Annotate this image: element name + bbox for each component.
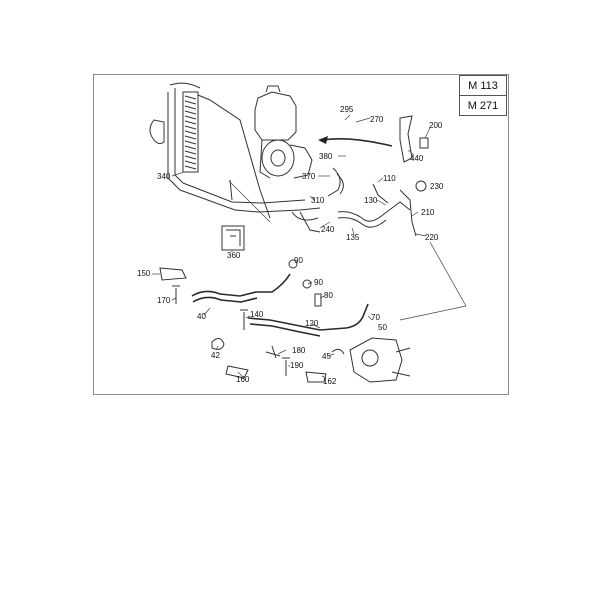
arrow-head (318, 136, 328, 144)
label-50[interactable]: 50 (378, 323, 387, 332)
label-190[interactable]: 190 (290, 361, 304, 370)
label-130[interactable]: 130 (364, 196, 378, 205)
label-40[interactable]: 40 (197, 312, 206, 321)
label-42[interactable]: 42 (211, 351, 220, 360)
label-360[interactable]: 360 (227, 251, 241, 260)
bolt-190[interactable] (282, 357, 290, 376)
bracket-160[interactable] (225, 365, 249, 379)
bracket-180[interactable] (265, 345, 281, 359)
feed-line[interactable] (179, 189, 321, 213)
label-80[interactable]: 80 (324, 291, 333, 300)
leader-lines (152, 114, 467, 379)
label-160[interactable]: 160 (236, 375, 250, 384)
clip-230[interactable] (415, 180, 427, 192)
bolt-140[interactable] (240, 309, 248, 330)
label-440[interactable]: 440 (410, 154, 424, 163)
bracket-360[interactable] (221, 225, 245, 251)
label-210[interactable]: 210 (421, 208, 435, 217)
label-170[interactable]: 170 (157, 296, 171, 305)
label-310[interactable]: 310 (311, 196, 325, 205)
label-295[interactable]: 295 (340, 105, 354, 114)
bracket-440[interactable] (399, 115, 413, 163)
model-box-m271[interactable]: M 271 (459, 95, 507, 116)
clamp-45[interactable] (331, 348, 345, 355)
fitting-90b[interactable] (302, 279, 312, 289)
label-220[interactable]: 220 (425, 233, 439, 242)
diagram-frame (93, 74, 509, 395)
label-135[interactable]: 135 (346, 233, 360, 242)
label-180[interactable]: 180 (292, 346, 306, 355)
oil-cooler[interactable] (149, 82, 271, 219)
bracket-150[interactable] (159, 267, 187, 281)
steering-pump[interactable] (254, 85, 313, 179)
bolt-80[interactable] (314, 293, 322, 307)
label-140[interactable]: 140 (250, 310, 264, 319)
label-150[interactable]: 150 (137, 269, 151, 278)
label-45[interactable]: 45 (322, 352, 331, 361)
direction-arrow (322, 138, 393, 147)
bracket-162[interactable] (305, 371, 327, 383)
fitting-90a[interactable] (288, 259, 298, 269)
clamp-42[interactable] (211, 338, 225, 350)
return-line[interactable] (337, 201, 411, 222)
label-70[interactable]: 70 (371, 313, 380, 322)
label-240[interactable]: 240 (321, 225, 335, 234)
label-230[interactable]: 230 (430, 182, 444, 191)
label-370[interactable]: 370 (302, 172, 316, 181)
bolt-170[interactable] (172, 285, 180, 304)
pressure-line-120[interactable] (247, 303, 369, 331)
label-340[interactable]: 340 (157, 172, 171, 181)
label-380[interactable]: 380 (319, 152, 333, 161)
label-270[interactable]: 270 (370, 115, 384, 124)
clip-200[interactable] (419, 137, 429, 149)
label-200[interactable]: 200 (429, 121, 443, 130)
label-162[interactable]: 162 (323, 377, 337, 386)
steering-gear[interactable] (349, 337, 411, 383)
label-90b[interactable]: 90 (314, 278, 323, 287)
label-110[interactable]: 110 (383, 174, 396, 183)
pressure-hose-40[interactable] (191, 273, 291, 297)
label-90a[interactable]: 90 (294, 256, 303, 265)
model-box-m113[interactable]: M 113 (459, 75, 507, 96)
hose-310[interactable] (291, 211, 319, 221)
label-120[interactable]: 120 (305, 319, 319, 328)
